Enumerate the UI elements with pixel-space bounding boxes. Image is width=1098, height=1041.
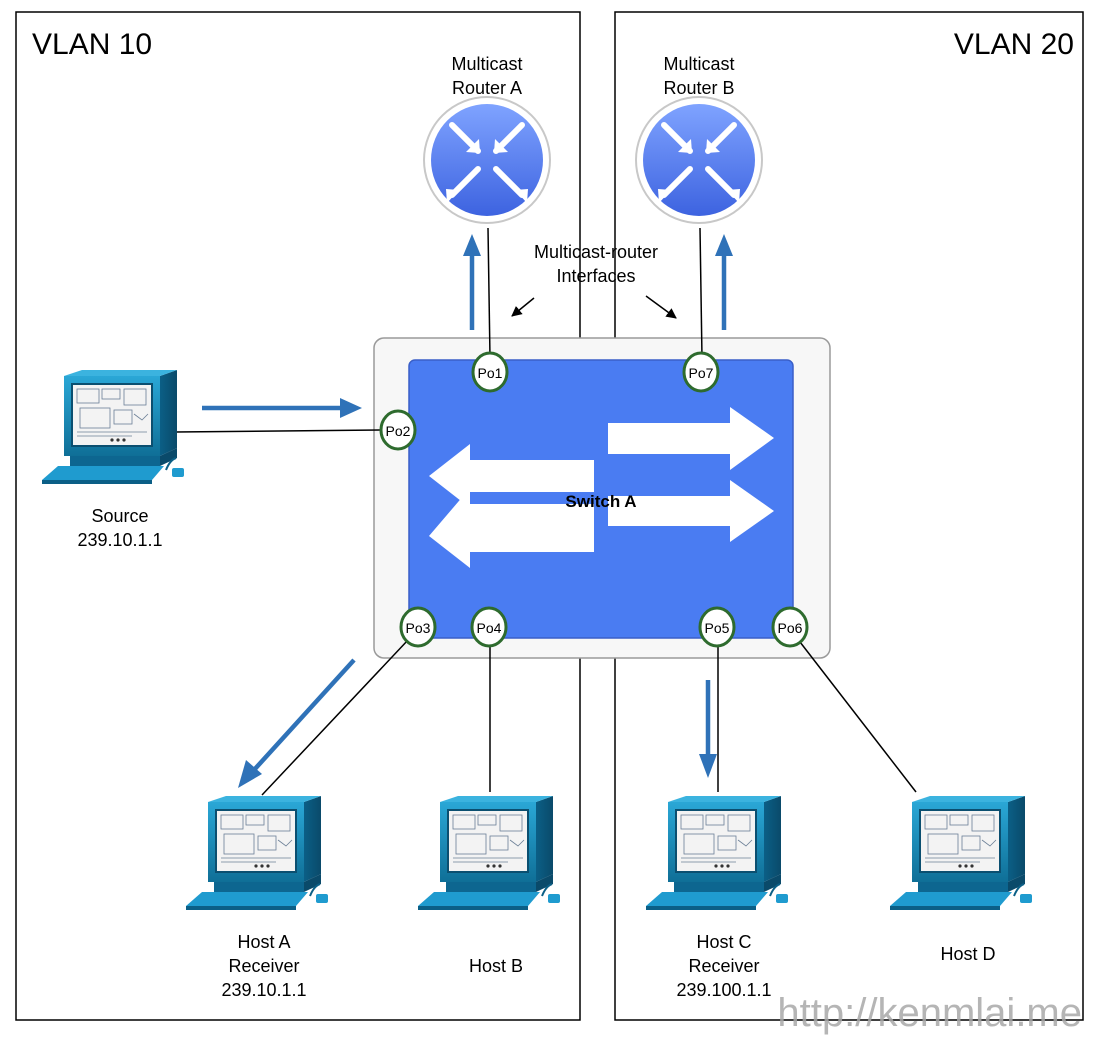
host-c-label-1: Host C (696, 932, 751, 952)
host-a-label-3: 239.10.1.1 (221, 980, 306, 1000)
mrouter-note-1: Multicast-router (534, 242, 658, 262)
host-d-label: Host D (940, 944, 995, 964)
host-c-label-3: 239.100.1.1 (676, 980, 771, 1000)
host-b-label: Host B (469, 956, 523, 976)
watermark: http://kenmlai.me (777, 991, 1082, 1035)
vlan-20-label: VLAN 20 (954, 28, 1074, 61)
source-label-2: 239.10.1.1 (77, 530, 162, 550)
router-a-label-1: Multicast (451, 54, 522, 74)
port-po4-label: Po4 (477, 620, 502, 636)
router-b-label-2: Router B (663, 78, 734, 98)
router-b-label-1: Multicast (663, 54, 734, 74)
port-po2-label: Po2 (386, 423, 411, 439)
source-label-1: Source (91, 506, 148, 526)
mrouter-pointer-left (511, 297, 535, 317)
router-a-icon (423, 96, 551, 224)
host-a-label-1: Host A (237, 932, 290, 952)
host-d-pc-icon (889, 795, 1033, 911)
port-po2: Po2 (379, 409, 417, 451)
port-po7: Po7 (682, 351, 720, 393)
host-b-pc-icon (417, 795, 561, 911)
switch-a-label: Switch A (565, 492, 636, 511)
port-po3: Po3 (399, 606, 437, 648)
vlan-10-label: VLAN 10 (32, 28, 152, 61)
router-a-label-2: Router A (452, 78, 522, 98)
cables (174, 227, 917, 796)
multicast-flow-arrows (202, 234, 733, 788)
source-pc-icon (41, 369, 185, 485)
host-a-label-2: Receiver (228, 956, 299, 976)
host-c-pc-icon (645, 795, 789, 911)
port-po1: Po1 (471, 351, 509, 393)
mrouter-pointer-right (645, 295, 677, 319)
router-b-icon (635, 96, 763, 224)
port-po5-label: Po5 (705, 620, 730, 636)
host-c-label-2: Receiver (688, 956, 759, 976)
switch-arrows (429, 407, 774, 568)
port-po3-label: Po3 (406, 620, 431, 636)
port-po6-label: Po6 (778, 620, 803, 636)
port-po4: Po4 (470, 606, 508, 648)
port-po6: Po6 (771, 606, 809, 648)
port-po7-label: Po7 (689, 365, 714, 381)
mrouter-note-2: Interfaces (556, 266, 635, 286)
port-po5: Po5 (698, 606, 736, 648)
port-po1-label: Po1 (478, 365, 503, 381)
host-a-pc-icon (185, 795, 329, 911)
